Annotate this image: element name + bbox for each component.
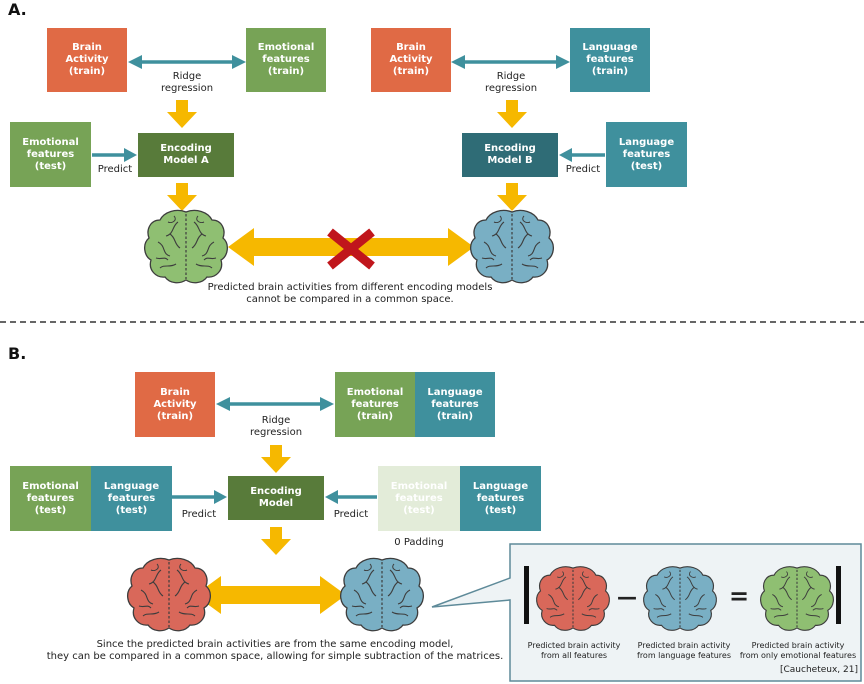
- callout-brain-green-icon: [760, 566, 834, 631]
- a-right-ridge-label: Ridge regression: [484, 71, 538, 94]
- a-right-language-train: Language features (train): [570, 28, 650, 92]
- b-emotional-train: Emotional features (train): [335, 372, 415, 437]
- b-emotional-test: Emotional features (test): [10, 466, 91, 531]
- a-left-emotional-train: Emotional features (train): [246, 28, 326, 92]
- a-left-ridge-label: Ridge regression: [160, 71, 214, 94]
- section-b-label: B.: [8, 344, 27, 363]
- callout-citation: [Caucheteux, 21]: [780, 665, 858, 675]
- b-language-test-right: Language features (test): [460, 466, 541, 531]
- b-caption: Since the predicted brain activities are…: [46, 639, 504, 662]
- a-right-down-arrow-1: [497, 100, 527, 128]
- b-down-arrow-1: [261, 445, 291, 473]
- a-right-down-arrow-2: [497, 183, 527, 211]
- a-brain-blue-icon: [469, 209, 555, 284]
- b-encoding-model: Encoding Model: [228, 476, 324, 520]
- a-caption: Predicted brain activities from differen…: [207, 282, 493, 305]
- a-encoding-model-b: Encoding Model B: [462, 133, 558, 177]
- section-a-label: A.: [8, 0, 27, 19]
- a-left-train-arrow: [128, 55, 246, 69]
- b-left-predict-label: Predict: [181, 509, 217, 520]
- b-brain-blue-icon: [339, 557, 425, 632]
- b-right-predict-label: Predict: [333, 509, 369, 520]
- a-right-predict-arrow: [559, 148, 605, 162]
- b-right-predict-arrow: [325, 490, 377, 504]
- b-train-arrow: [216, 397, 334, 411]
- callout-brain1-caption: Predicted brain activity from all featur…: [527, 641, 621, 660]
- b-brain-red-icon: [126, 557, 212, 632]
- b-left-predict-arrow: [172, 490, 227, 504]
- a-right-train-arrow: [451, 55, 570, 69]
- a-left-down-arrow-1: [167, 100, 197, 128]
- callout-brain-red-icon: [536, 566, 610, 631]
- b-down-arrow-2: [261, 527, 291, 555]
- a-right-predict-label: Predict: [565, 164, 601, 175]
- callout-box: [431, 543, 862, 682]
- b-padding-label: 0 Padding: [394, 537, 444, 548]
- a-right-language-test: Language features (test): [606, 122, 687, 187]
- a-left-predict-label: Predict: [97, 164, 133, 175]
- callout-equals-sign: =: [728, 582, 750, 610]
- a-encoding-model-a: Encoding Model A: [138, 133, 234, 177]
- b-brain-train: Brain Activity (train): [135, 372, 215, 437]
- callout-brain3-caption: Predicted brain activity from only emoti…: [739, 641, 857, 660]
- b-ridge-label: Ridge regression: [249, 415, 303, 438]
- a-left-predict-arrow: [92, 148, 137, 162]
- b-emotional-test-padded: Emotional features (test): [378, 466, 460, 531]
- b-language-train: Language features (train): [415, 372, 495, 437]
- a-left-emotional-test: Emotional features (test): [10, 122, 91, 187]
- callout-brain2-caption: Predicted brain activity from language f…: [637, 641, 731, 660]
- a-brain-green-icon: [143, 209, 229, 284]
- a-cross-icon: [327, 228, 375, 270]
- callout-minus-sign: —: [617, 585, 637, 609]
- b-language-test: Language features (test): [91, 466, 172, 531]
- callout-brain-blue-icon: [643, 566, 717, 631]
- a-left-brain-train: Brain Activity (train): [47, 28, 127, 92]
- a-right-brain-train: Brain Activity (train): [371, 28, 451, 92]
- a-left-down-arrow-2: [167, 183, 197, 211]
- b-compare-arrow: [195, 576, 346, 614]
